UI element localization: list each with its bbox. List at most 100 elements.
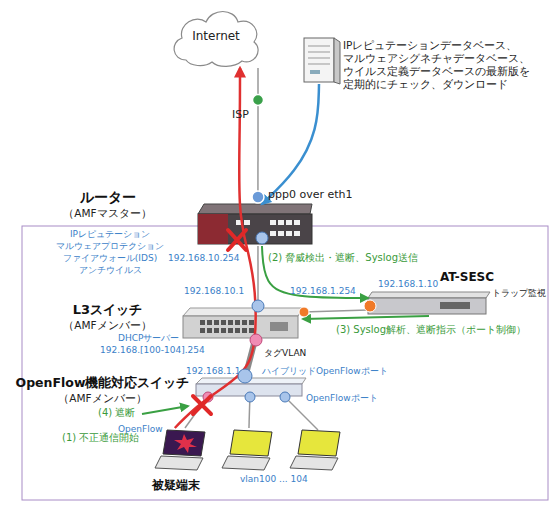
interface-dot [250,334,262,346]
annotation-label: 192.168.1.10 [378,279,438,290]
port [242,328,247,333]
server-body [304,38,334,82]
edge-label: タグVLAN [264,348,306,359]
router-ports [236,220,300,236]
interface-dot [280,392,290,402]
annotation-label: 192.168.10.1 [184,286,244,297]
interface-dot [252,191,264,203]
router-node: ルーター（AMFマスター）IPレピュテーションマルウェアプロテクションファイアウ… [198,204,312,246]
port [235,328,240,333]
switch-front [183,316,298,338]
port [207,320,212,325]
server-slot [308,64,330,65]
connector [303,316,429,319]
annotation-label: 192.168.10.254 [168,253,240,264]
malware-burst [174,434,197,453]
server-led [310,70,320,74]
port [294,220,300,225]
port [214,328,219,333]
node-text: IPレピュテーション [45,229,175,240]
network-frame [22,226,548,500]
interface-dot [245,392,255,402]
port [278,231,284,236]
connector [257,246,259,308]
port [249,320,254,325]
port [270,231,276,236]
port [294,231,300,236]
port [286,220,292,225]
connector [303,310,368,312]
node-text: アンチウイルス [45,265,175,276]
appliance-node: AT-SESCトラップ監視 [368,292,490,316]
server-node: IPレピュテーションデータベース、 マルウェアシグネチャデータベース、 ウイルス… [298,36,340,84]
port [244,220,250,225]
annotation-label: ハイブリッドOpenFlowポート [262,366,388,377]
edge-label: (2) 脅威検出・遮断、Syslog送信 [268,252,418,264]
port [270,322,288,331]
node-text: マルウェアプロテクション [45,241,175,252]
terminal-node: 被疑端末 [155,428,210,472]
switch-top [183,308,303,316]
port [286,231,292,236]
annotation-label: OpenFlowポート [306,393,378,404]
port [207,328,212,333]
annotation-label: ppp0 over eth1 [268,188,353,201]
block-mark [228,230,246,250]
port [249,328,254,333]
terminal-node: vlan100 ... 104 [222,428,277,472]
port [221,328,226,333]
port [200,328,205,333]
annotation-label: 192.168.1.1 [186,366,240,377]
laptop-screen [298,430,340,456]
annotation-label: (1) 不正通信開始 [62,432,139,444]
node-text: ファイアウォール(IDS) [45,253,175,264]
node-title: IPレピュテーションデータベース、 マルウェアシグネチャデータベース、 ウイルス… [343,39,548,92]
node-title: OpenFlow機能対応スイッチ [15,375,190,390]
appliance-panel [440,302,470,309]
interface-dot [238,369,252,383]
cloud-node: Internet [168,4,264,68]
appliance-front [368,298,486,314]
connector [257,68,259,204]
laptop-screen [163,430,205,456]
node-text: 192.168.[100-104].254 [100,345,205,356]
interface-dot [252,300,264,312]
interface-dot [253,95,264,106]
switch-node: L3スイッチ（AMFメンバー）DHCPサーバー192.168.[100-104]… [183,308,303,340]
server-slot [308,52,330,53]
interface-dot [299,307,309,317]
interface-dot [256,232,268,244]
laptop-base [155,456,203,470]
annotation-label: 192.168.1.254 [290,286,356,297]
server-side [334,38,340,84]
connector [262,84,319,204]
router-front [198,214,312,244]
port [235,320,240,325]
node-text: （AMFメンバー） [15,392,190,405]
laptop-base [290,456,338,470]
block-mark [193,396,211,414]
node-text: （AMFマスター） [50,207,165,220]
edge-label: (3) Syslog解析、遮断指示（ポート制御） [336,324,526,336]
node-text: DHCPサーバー [118,333,179,344]
port [270,220,276,225]
switch-ports [200,320,288,333]
laptop-base [222,456,270,470]
node-title: L3スイッチ [55,302,160,318]
server-slot [308,46,330,47]
port [200,320,205,325]
server-slot [308,58,330,59]
annotation-label: (4) 遮断 [98,407,135,419]
node-title: 被疑端末 [152,478,200,492]
annotation-label: ISP [232,108,249,121]
node-text: トラップ監視 [492,288,546,299]
router-top [198,204,312,214]
router-accent [198,214,228,244]
node-title: ルーター [50,189,165,206]
port [278,220,284,225]
connector [175,68,256,428]
node-title: vlan100 ... 104 [240,474,308,485]
port [242,320,247,325]
